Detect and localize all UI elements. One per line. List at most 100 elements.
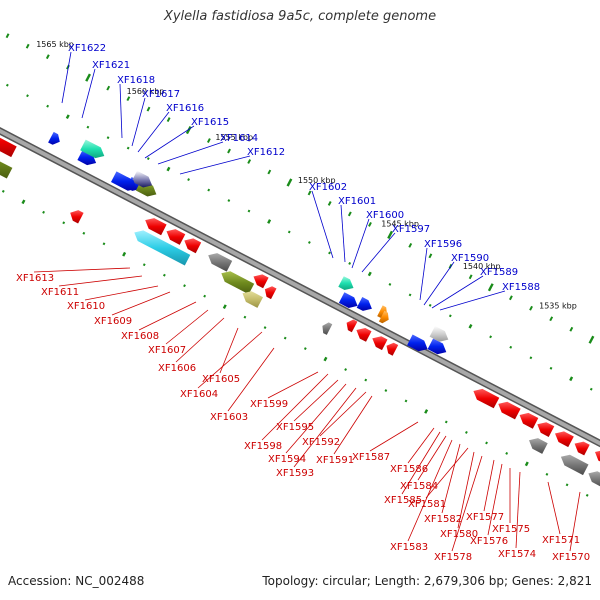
gene-arrow bbox=[386, 342, 399, 356]
leader-xf1615 bbox=[144, 125, 195, 159]
gene-arrow bbox=[134, 230, 191, 266]
gene-arrow bbox=[70, 210, 84, 224]
scale-tick bbox=[206, 138, 211, 143]
scale-tick bbox=[106, 85, 111, 91]
leader-xf1622 bbox=[61, 51, 72, 104]
scale-tick bbox=[565, 483, 569, 487]
gene-label-xf1585: XF1585 bbox=[384, 495, 422, 506]
gene-label-xf1574: XF1574 bbox=[498, 549, 536, 560]
gene-arrow bbox=[498, 401, 521, 420]
leader-xf1601 bbox=[340, 204, 346, 263]
gene-label-xf1591: XF1591 bbox=[316, 455, 354, 466]
gene-arrow bbox=[48, 131, 60, 145]
scale-tick bbox=[283, 336, 287, 340]
scale-tick bbox=[46, 104, 50, 108]
leader-xf1582 bbox=[441, 443, 461, 514]
gene-label-xf1595: XF1595 bbox=[276, 422, 314, 433]
gene-label-xf1570: XF1570 bbox=[552, 552, 590, 563]
scale-tick bbox=[86, 125, 90, 129]
leader-xf1583 bbox=[407, 439, 453, 542]
genome-backbone bbox=[0, 127, 600, 448]
leader-xf1618 bbox=[119, 83, 123, 139]
leader-xf1584 bbox=[417, 435, 447, 481]
gene-arrow bbox=[253, 274, 269, 289]
scale-tick bbox=[62, 221, 66, 225]
scale-tick bbox=[549, 366, 553, 370]
scale-tick bbox=[166, 117, 171, 122]
gene-arrow bbox=[338, 276, 354, 290]
figure-title: Xylella fastidiosa 9a5c, complete genome bbox=[163, 9, 437, 24]
gene-label-xf1586: XF1586 bbox=[390, 464, 428, 475]
leader-xf1594 bbox=[285, 383, 347, 454]
scale-tick bbox=[468, 274, 473, 280]
leader-xf1580 bbox=[457, 451, 475, 529]
gene-label-xf1617: XF1617 bbox=[142, 89, 180, 100]
gene-label-xf1612: XF1612 bbox=[247, 147, 285, 158]
scale-tick bbox=[307, 241, 311, 244]
gene-label-xf1615: XF1615 bbox=[191, 117, 229, 128]
gene-labels: XF1622XF1621XF1618XF1617XF1616XF1615XF16… bbox=[16, 43, 590, 563]
gene-label-xf1581: XF1581 bbox=[408, 499, 446, 510]
gene-arrow bbox=[338, 292, 358, 308]
scale-tick bbox=[267, 219, 272, 224]
scale-tick bbox=[85, 73, 92, 82]
scale-tick bbox=[247, 209, 251, 213]
leader-xf1612 bbox=[179, 155, 251, 175]
leader-xf1598 bbox=[261, 373, 329, 441]
scale-tick bbox=[243, 315, 247, 319]
scale-tick bbox=[347, 211, 352, 217]
scale-tick bbox=[267, 169, 272, 175]
gene-label-xf1600: XF1600 bbox=[366, 210, 404, 221]
gene-label-xf1602: XF1602 bbox=[309, 182, 347, 193]
scale-tick bbox=[126, 96, 131, 102]
scale-tick bbox=[5, 83, 9, 87]
scale-tick bbox=[569, 326, 574, 332]
scale-tick bbox=[203, 294, 207, 298]
gene-label-xf1606: XF1606 bbox=[158, 363, 196, 374]
scale-tick bbox=[146, 106, 151, 112]
gene-label-xf1607: XF1607 bbox=[148, 345, 186, 356]
leader-xf1578 bbox=[451, 455, 483, 552]
gene-arrow bbox=[80, 139, 105, 159]
gene-arrow bbox=[595, 450, 600, 462]
leader-xf1610 bbox=[84, 285, 159, 301]
leader-xf1595 bbox=[293, 379, 339, 422]
gene-arrow bbox=[560, 454, 589, 476]
gene-arrow bbox=[356, 328, 372, 342]
accession-text: Accession: NC_002488 bbox=[8, 574, 145, 588]
scale-tick bbox=[367, 271, 372, 277]
gene-arrow bbox=[519, 412, 539, 429]
scale-tick bbox=[207, 188, 211, 192]
leader-xf1621 bbox=[81, 68, 96, 119]
scale-tick bbox=[146, 157, 150, 161]
scale-tick bbox=[529, 356, 533, 360]
gene-label-xf1578: XF1578 bbox=[434, 552, 472, 563]
scale-tick bbox=[529, 305, 533, 311]
gene-label-xf1621: XF1621 bbox=[92, 60, 130, 71]
gene-arrow bbox=[0, 161, 13, 179]
scale-tick bbox=[428, 303, 432, 307]
gene-arrow bbox=[145, 218, 167, 236]
leader-xf1609 bbox=[111, 291, 171, 316]
scale-tick bbox=[487, 283, 494, 292]
leader-xf1603 bbox=[227, 347, 275, 412]
leader-xf1597 bbox=[361, 232, 396, 273]
scale-tick bbox=[183, 284, 186, 288]
scale-tick bbox=[227, 199, 231, 202]
gene-arrow bbox=[429, 326, 449, 342]
scale-tick bbox=[102, 242, 106, 246]
leader-xf1614 bbox=[157, 141, 224, 165]
scale-tick bbox=[286, 178, 293, 187]
gene-label-xf1575: XF1575 bbox=[492, 524, 530, 535]
gene-features bbox=[0, 131, 600, 487]
gene-label-xf1604: XF1604 bbox=[180, 389, 218, 400]
topology-text: Topology: circular; Length: 2,679,306 bp… bbox=[262, 574, 592, 588]
gene-arrow bbox=[77, 149, 97, 166]
gene-label-xf1588: XF1588 bbox=[502, 282, 540, 293]
gene-arrow bbox=[184, 238, 202, 254]
scale-tick bbox=[545, 472, 549, 476]
gene-label-xf1576: XF1576 bbox=[470, 536, 508, 547]
gene-label-xf1601: XF1601 bbox=[338, 196, 376, 207]
gene-label-xf1582: XF1582 bbox=[424, 514, 462, 525]
